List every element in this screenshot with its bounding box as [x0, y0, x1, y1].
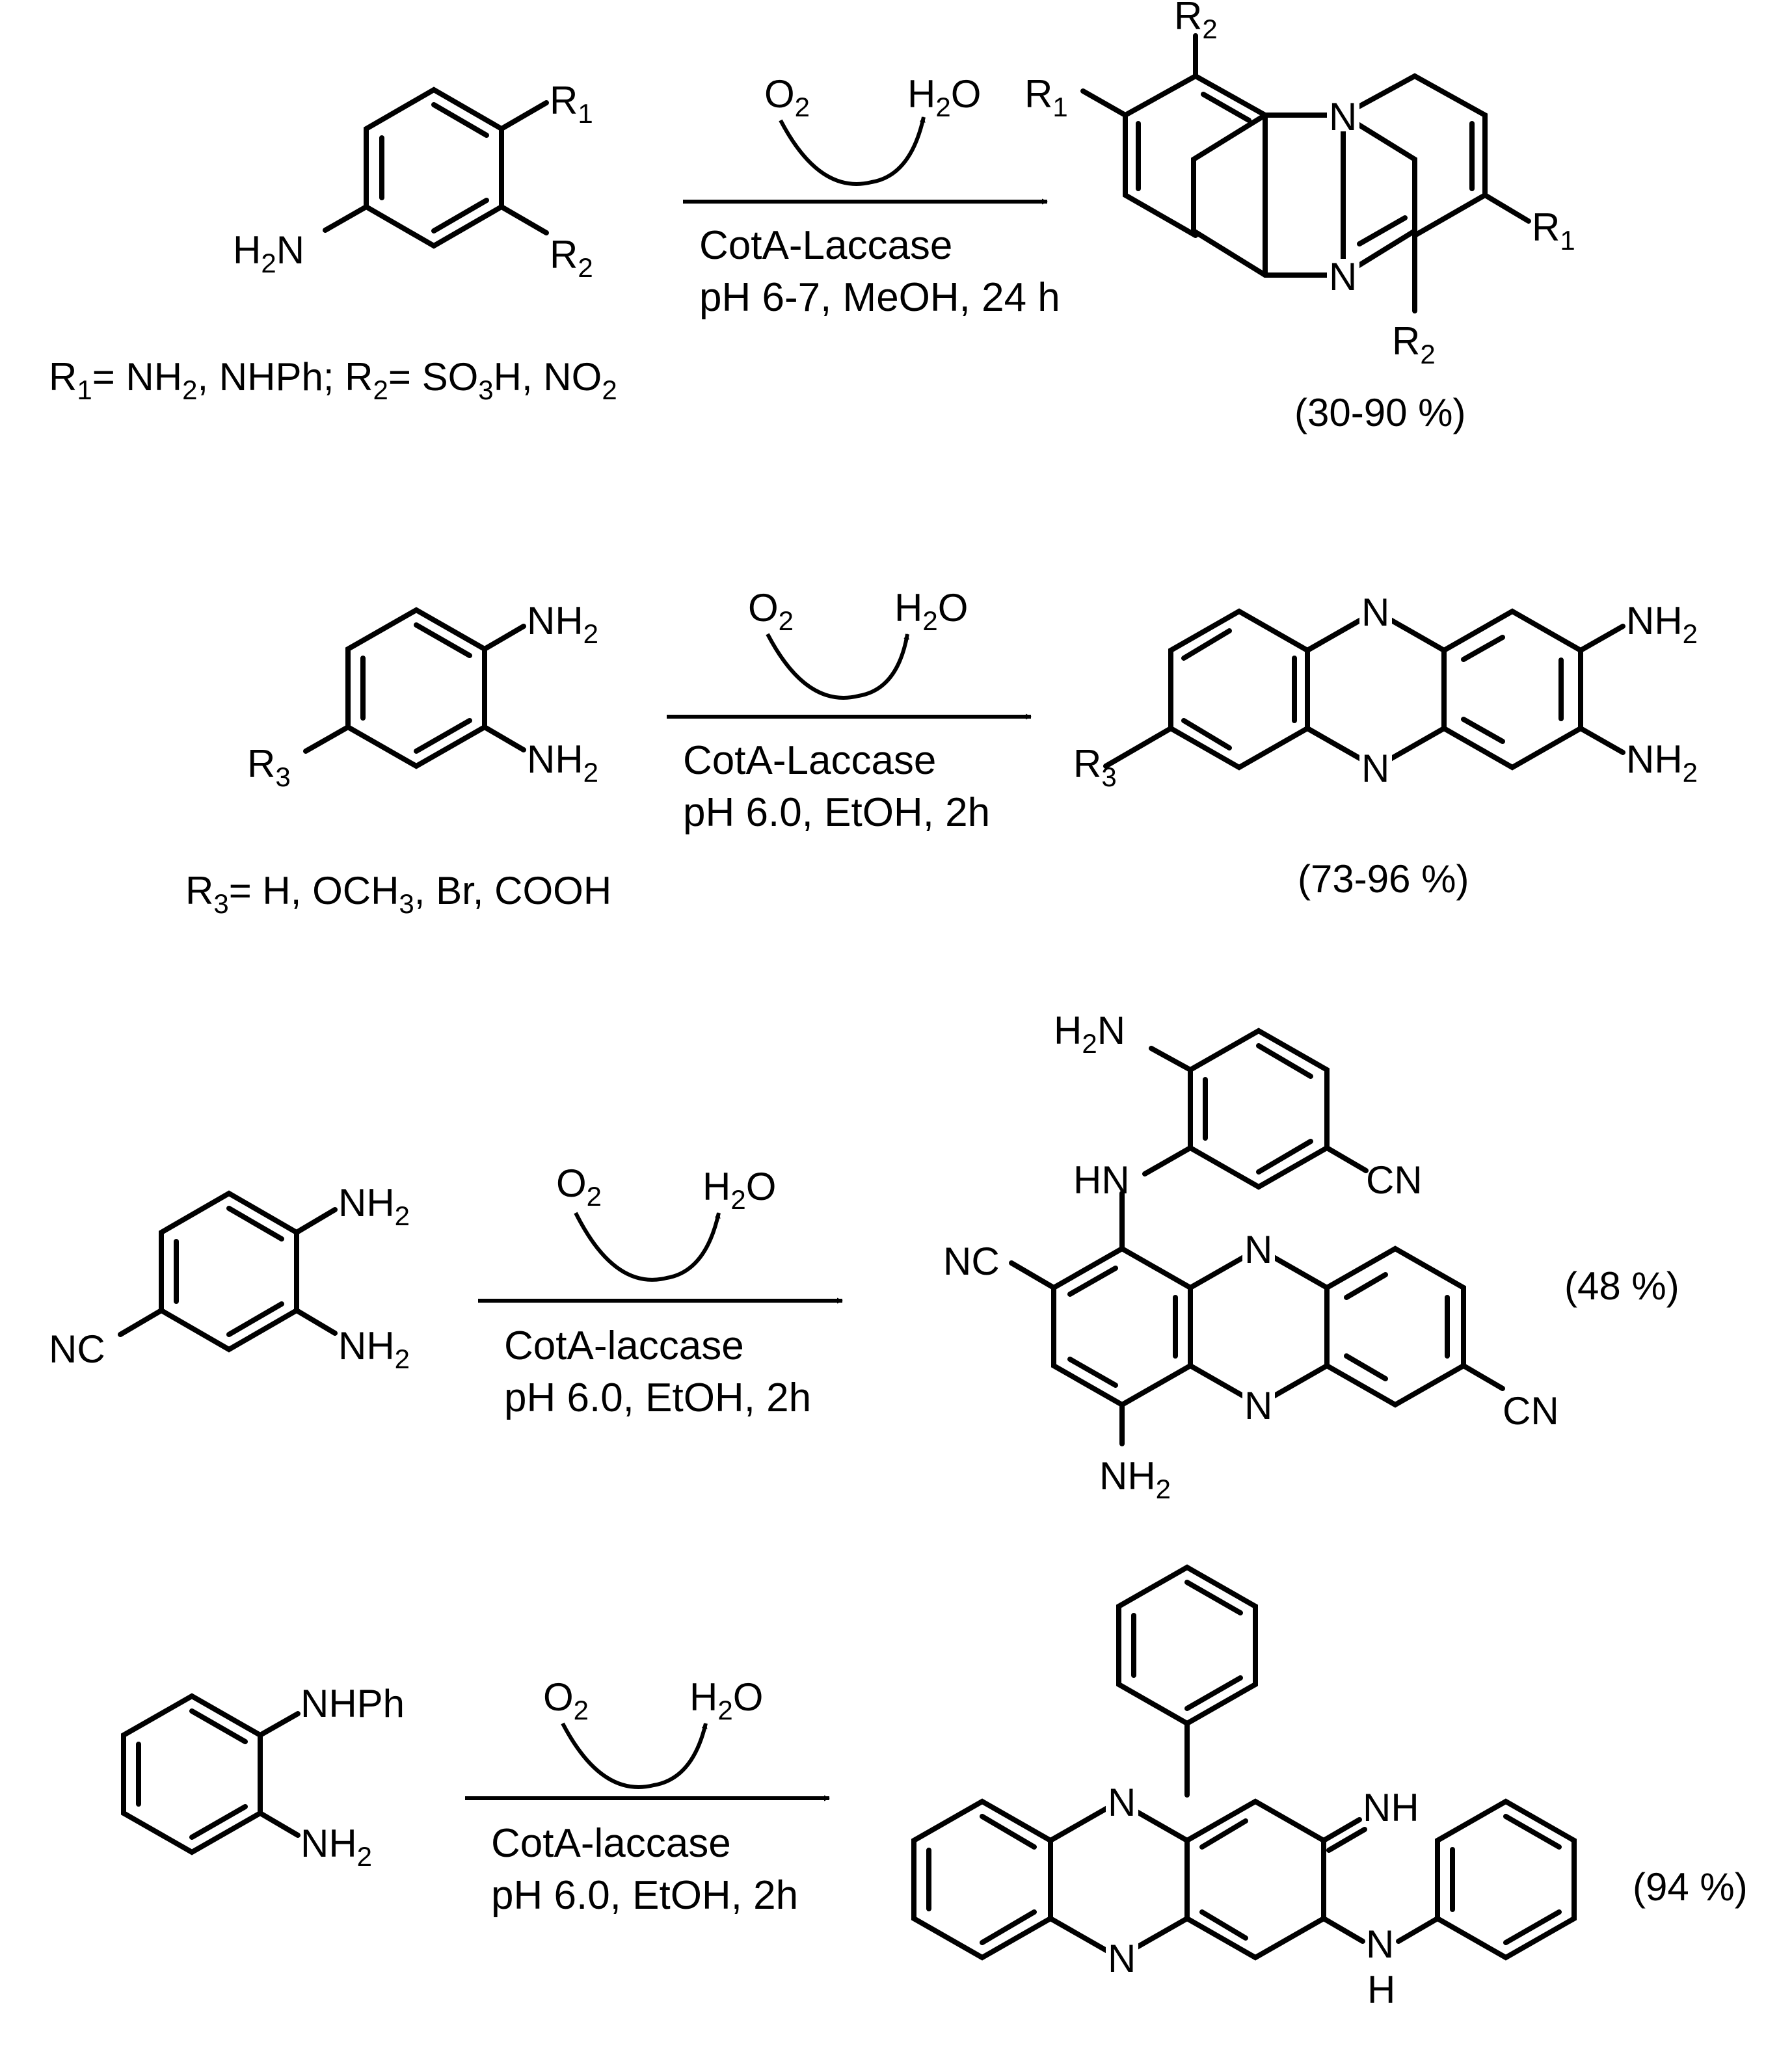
reaction-1-arrow: O2 H2O CotA-Laccase pH 6-7, MeOH, 24 h — [683, 72, 1060, 320]
substituent-note-1: R1= NH2, NHPh; R2= SO3H, NO2 — [49, 355, 617, 405]
nhph-label: NHPh — [301, 1682, 405, 1725]
o2-label-4: O2 — [543, 1675, 589, 1725]
o2-label-3: O2 — [556, 1162, 602, 1212]
condition-line-2: pH 6.0, EtOH, 2h — [683, 790, 990, 835]
imine-nh-label: NH — [1363, 1786, 1419, 1829]
yield-4: (94 %) — [1633, 1865, 1748, 1909]
condition-line-2: pH 6-7, MeOH, 24 h — [699, 275, 1060, 320]
product-r1-left: R1 — [1024, 72, 1068, 122]
cn-label-top: CN — [1366, 1158, 1423, 1202]
r3-label: R3 — [247, 742, 291, 792]
nh2-top: NH2 — [338, 1181, 410, 1231]
product-n-bottom: N — [1361, 747, 1389, 790]
product-n-bottom: N — [1329, 255, 1357, 299]
condition-line-2: pH 6.0, EtOH, 2h — [491, 1873, 798, 1918]
reaction-3: NH2 NH2 NC O2 H2O CotA-laccase pH 6.0, E… — [49, 1009, 1679, 1504]
reaction-4: NHPh NH2 O2 H2O CotA-laccase pH 6.0, EtO… — [121, 1564, 1748, 2012]
product-n-bottom: N — [1108, 1937, 1136, 1980]
reaction-2: NH2 NH2 R3 O2 H2O CotA-Laccase pH 6.0, E… — [185, 586, 1698, 919]
substituent-note-2: R3= H, OCH3, Br, COOH — [185, 869, 611, 919]
nh2-top: NH2 — [527, 599, 598, 649]
yield-2: (73-96 %) — [1298, 857, 1469, 901]
condition-line-1: CotA-laccase — [491, 1821, 731, 1866]
condition-line-1: CotA-laccase — [504, 1323, 744, 1368]
product-r1-right: R1 — [1532, 206, 1575, 256]
nc-label: NC — [943, 1240, 1000, 1283]
yield-3: (48 %) — [1564, 1264, 1679, 1308]
r1-label: R1 — [550, 79, 593, 129]
reaction-1-product: N N R2 R1 R1 R2 — [1024, 0, 1575, 369]
amine-h-label: H — [1367, 1968, 1395, 2012]
product-n-bottom: N — [1244, 1384, 1272, 1428]
condition-line-1: CotA-Laccase — [683, 738, 936, 783]
product-r2-bottom: R2 — [1392, 319, 1436, 369]
condition-line-2: pH 6.0, EtOH, 2h — [504, 1375, 811, 1420]
reaction-4-arrow: O2 H2O CotA-laccase pH 6.0, EtOH, 2h — [465, 1675, 830, 1918]
reaction-2-substrate: NH2 NH2 R3 — [247, 599, 598, 792]
h2o-label-2: H2O — [894, 586, 968, 636]
reaction-1: R1 R2 H2N O2 H2O CotA-Laccase pH 6-7, Me… — [49, 0, 1575, 434]
product-r3: R3 — [1073, 742, 1117, 792]
reaction-1-substrate: R1 R2 H2N — [233, 79, 593, 283]
reaction-2-arrow: O2 H2O CotA-Laccase pH 6.0, EtOH, 2h — [667, 586, 1032, 835]
nc-label: NC — [49, 1327, 105, 1371]
nh2-bottom: NH2 — [338, 1324, 410, 1374]
yield-1: (30-90 %) — [1294, 391, 1465, 434]
o2-label: O2 — [764, 72, 810, 122]
product-n-top: N — [1361, 591, 1389, 634]
h2o-label: H2O — [907, 72, 981, 122]
product-n-top: N — [1244, 1228, 1272, 1271]
reaction-4-product: N N NH N H — [911, 1564, 1577, 2012]
amine-n-label: N — [1366, 1922, 1394, 1966]
condition-line-1: CotA-Laccase — [699, 223, 952, 268]
hn-label: HN — [1073, 1158, 1130, 1202]
o2-label-2: O2 — [748, 586, 794, 636]
amine-label: H2N — [233, 228, 304, 278]
reaction-3-product: N N H2N HN CN NC CN NH2 — [943, 1009, 1559, 1504]
nh2-label: NH2 — [301, 1822, 372, 1872]
reaction-3-arrow: O2 H2O CotA-laccase pH 6.0, EtOH, 2h — [478, 1162, 843, 1420]
h2n-label: H2N — [1054, 1009, 1125, 1059]
h2o-label-4: H2O — [689, 1675, 763, 1725]
h2o-label-3: H2O — [702, 1165, 776, 1215]
product-r2-top: R2 — [1174, 0, 1218, 44]
product-nh2-bottom: NH2 — [1626, 737, 1698, 788]
reaction-2-product: N N NH2 NH2 R3 — [1073, 591, 1698, 792]
reaction-4-substrate: NHPh NH2 — [121, 1682, 405, 1872]
product-n-top: N — [1329, 95, 1357, 139]
nh2-label-bottom: NH2 — [1099, 1454, 1171, 1504]
product-nh2-top: NH2 — [1626, 599, 1698, 649]
product-n-top: N — [1108, 1781, 1136, 1824]
reaction-3-substrate: NH2 NH2 NC — [49, 1181, 410, 1374]
cn-label-bottom: CN — [1503, 1389, 1559, 1433]
r2-label: R2 — [550, 233, 593, 283]
nh2-bottom: NH2 — [527, 737, 598, 788]
